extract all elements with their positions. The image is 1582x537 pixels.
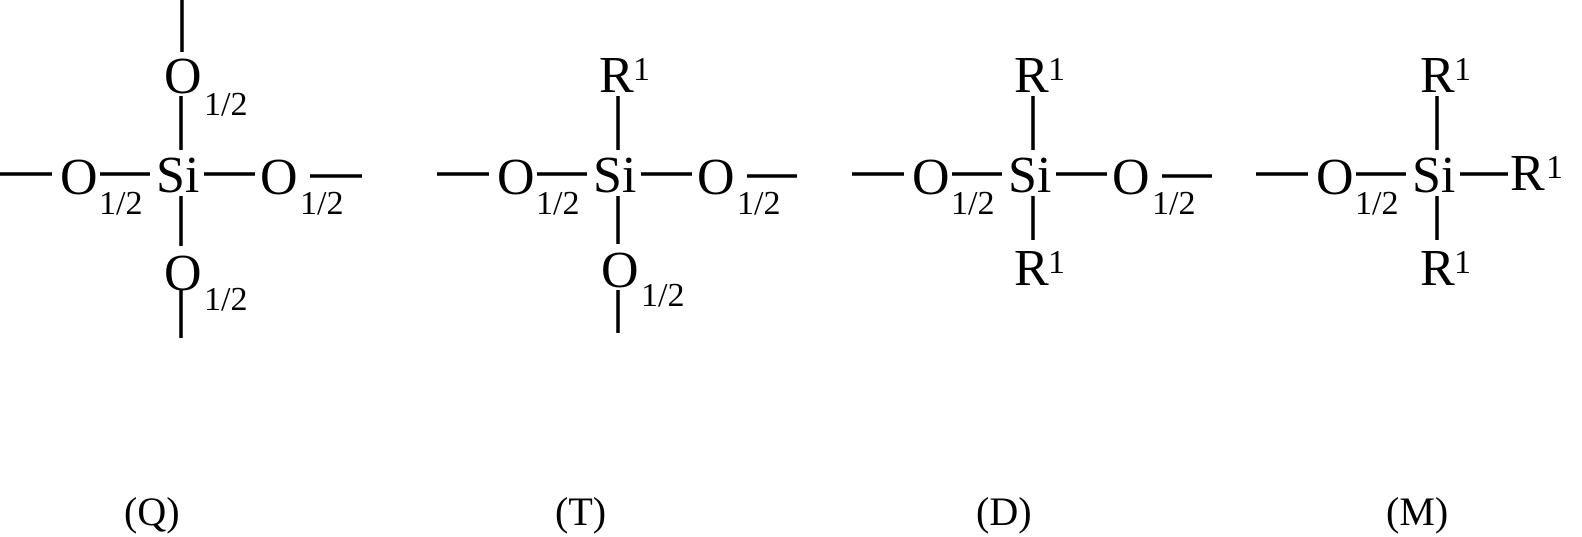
silicon: Si [1412, 147, 1455, 204]
unit-q: O 1/2 O 1/2 Si O 1/2 O 1/2 (Q) [0, 0, 362, 534]
r-bottom: R [1420, 240, 1455, 297]
half-right: 1/2 [1152, 185, 1195, 222]
r-top: R [1014, 47, 1049, 104]
label-d: (D) [976, 489, 1032, 534]
oxygen-right: O [697, 149, 735, 206]
half-left: 1/2 [1355, 185, 1398, 222]
oxygen-right: O [1112, 149, 1150, 206]
r-top-sup: 1 [1048, 51, 1065, 88]
unit-d: R 1 O 1/2 Si O 1/2 R 1 (D) [852, 47, 1212, 534]
half-bottom: 1/2 [204, 281, 247, 318]
half-left: 1/2 [536, 185, 579, 222]
r-right: R [1510, 145, 1545, 202]
oxygen-top: O [164, 48, 202, 105]
silicon: Si [593, 147, 636, 204]
silicon: Si [156, 147, 199, 204]
r-right-sup: 1 [1546, 149, 1563, 186]
oxygen-left: O [60, 149, 98, 206]
label-q: (Q) [124, 489, 180, 534]
unit-t: R 1 O 1/2 Si O 1/2 O 1/2 (T) [437, 47, 797, 534]
r-bottom: R [1014, 240, 1049, 297]
unit-m: R 1 O 1/2 Si R 1 R 1 (M) [1256, 47, 1563, 534]
oxygen-left: O [912, 149, 950, 206]
r-top: R [599, 47, 634, 104]
r-bottom-sup: 1 [1048, 244, 1065, 281]
r-top-sup: 1 [1454, 51, 1471, 88]
half-left: 1/2 [99, 185, 142, 222]
half-left: 1/2 [951, 185, 994, 222]
oxygen-left: O [497, 149, 535, 206]
oxygen-right: O [260, 149, 298, 206]
half-top: 1/2 [204, 86, 247, 123]
oxygen-bottom: O [601, 242, 639, 299]
r-bottom-sup: 1 [1454, 244, 1471, 281]
silicon: Si [1008, 147, 1051, 204]
r-top-sup: 1 [633, 51, 650, 88]
oxygen-bottom: O [164, 245, 202, 302]
label-m: (M) [1386, 489, 1448, 534]
half-right: 1/2 [737, 185, 780, 222]
half-right: 1/2 [300, 185, 343, 222]
half-bottom: 1/2 [641, 277, 684, 314]
oxygen-left: O [1316, 149, 1354, 206]
r-top: R [1420, 47, 1455, 104]
label-t: (T) [555, 489, 606, 534]
